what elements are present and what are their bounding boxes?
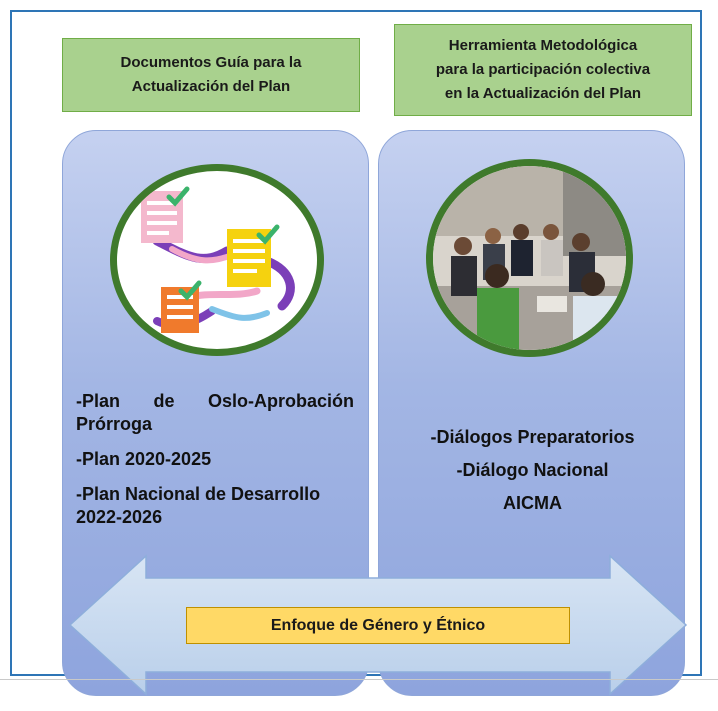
list-item: -Diálogos Preparatorios	[430, 427, 635, 447]
list-item: -Plan Nacional de Desarrollo 2022-2026	[76, 484, 321, 527]
left-panel-list: -Plan de Oslo-Aprobación Prórroga -Plan …	[76, 390, 354, 541]
focus-label: Enfoque de Género y Étnico	[186, 607, 570, 644]
right-panel-list: -Diálogos Preparatorios -Diálogo Naciona…	[380, 426, 685, 525]
divider	[0, 679, 718, 680]
header-box-herramienta: Herramienta Metodológica para la partici…	[394, 24, 692, 116]
checklist-documents-icon	[141, 186, 295, 333]
meeting-photo-circle	[426, 159, 633, 357]
header-box-documentos: Documentos Guía para la Actualización de…	[62, 38, 360, 112]
list-item: -Plan de Oslo-Aprobación Prórroga	[76, 391, 354, 434]
checklist-illustration-circle	[110, 164, 324, 356]
list-item: -Plan 2020-2025	[76, 449, 212, 469]
list-item: AICMA	[503, 493, 562, 513]
list-item: -Diálogo Nacional	[456, 460, 609, 480]
meeting-photo	[433, 166, 626, 350]
